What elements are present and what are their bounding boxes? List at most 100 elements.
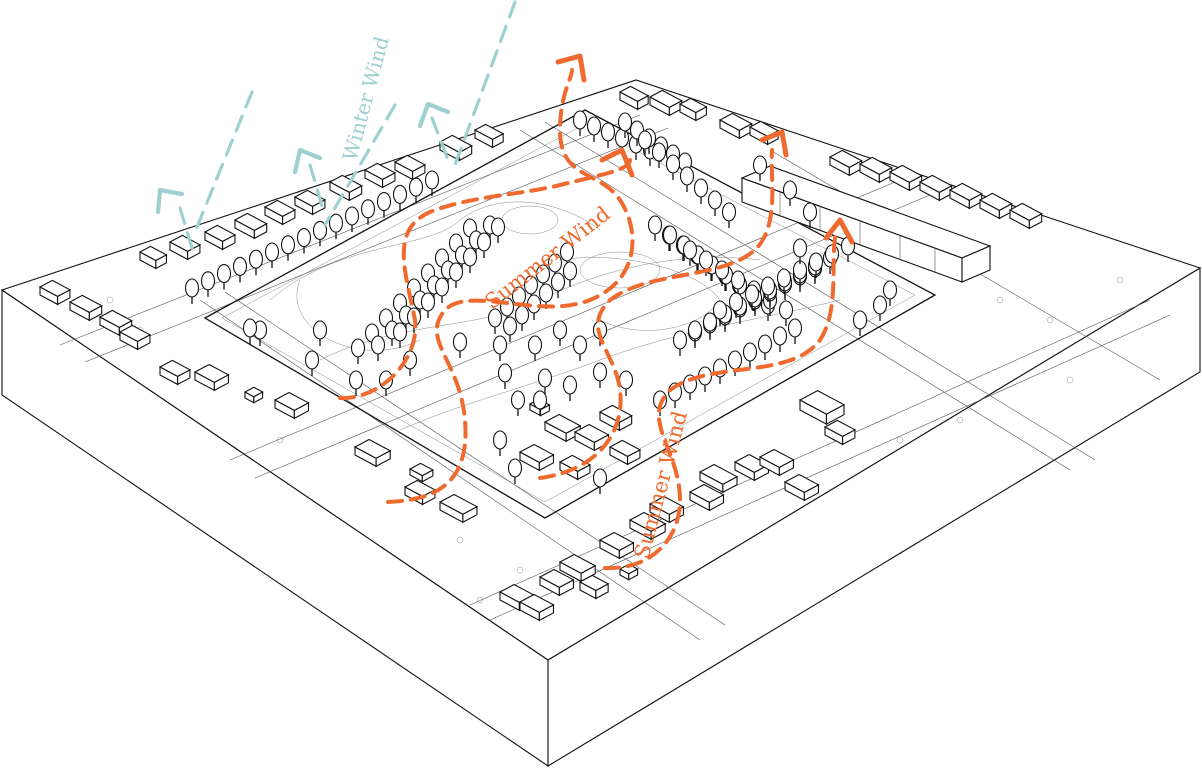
tree [802, 202, 818, 228]
tree [702, 312, 718, 338]
tree [617, 112, 633, 138]
building-face [618, 85, 650, 103]
building-face [353, 438, 392, 459]
building-face [38, 279, 72, 298]
building-face [68, 294, 103, 313]
tree [350, 338, 366, 364]
tree [562, 261, 578, 287]
building-face [118, 324, 152, 343]
tree [492, 430, 508, 456]
building-face [203, 224, 237, 243]
park-boundary [203, 109, 937, 519]
tree [679, 166, 695, 192]
tree [242, 318, 258, 344]
tree [462, 247, 478, 273]
tree [693, 178, 709, 204]
tree [200, 271, 216, 297]
building-face [408, 462, 435, 477]
tree [808, 252, 824, 278]
tree [776, 268, 792, 294]
tree [527, 335, 543, 361]
tree [687, 320, 703, 346]
tree [280, 235, 296, 261]
tree [434, 277, 450, 303]
tree [492, 335, 508, 361]
tree [344, 206, 360, 232]
building-face [518, 443, 555, 463]
tree [420, 292, 436, 318]
tree [637, 130, 653, 156]
tree [665, 154, 681, 180]
tree [572, 335, 588, 361]
tree [721, 202, 737, 228]
tree [376, 192, 392, 218]
building-face [608, 439, 642, 458]
building-face [918, 174, 953, 193]
tree [592, 468, 608, 494]
summer-arrowhead-4 [823, 217, 855, 245]
building-face [648, 89, 683, 108]
building-face [393, 154, 427, 173]
tree [600, 122, 616, 148]
tree [572, 110, 588, 136]
summer-wind-path-2 [538, 148, 775, 480]
building-face [783, 473, 820, 493]
trees-layer [184, 110, 898, 494]
building-face [328, 174, 363, 193]
tree [296, 228, 312, 254]
building-face [538, 568, 575, 588]
tree [586, 116, 602, 142]
tree [360, 199, 376, 225]
building-face [263, 199, 297, 218]
building-face [138, 245, 168, 262]
tree [502, 316, 518, 342]
building-face [158, 359, 192, 378]
building-face [473, 123, 505, 141]
winter-arrowhead-3 [417, 101, 451, 129]
building-face [648, 495, 685, 515]
tree [452, 332, 468, 358]
tree [232, 256, 248, 283]
summer-arrowhead-1 [555, 53, 587, 83]
tree [497, 363, 513, 389]
tree [592, 362, 608, 388]
tree [487, 308, 503, 334]
building-face [233, 212, 268, 231]
tree [328, 213, 344, 240]
tree [312, 220, 328, 247]
winter-arrowhead-1 [155, 187, 185, 215]
tree [408, 177, 424, 204]
tree [537, 368, 553, 394]
tree [872, 295, 888, 321]
tree [712, 300, 728, 326]
building-face [573, 423, 610, 443]
building-face [518, 593, 555, 613]
building-face [243, 386, 264, 398]
building-face [718, 112, 753, 131]
tree [792, 238, 808, 264]
tree [370, 335, 386, 361]
building-face [948, 182, 983, 201]
tree [728, 292, 744, 318]
building-face [823, 419, 857, 438]
building-face [438, 134, 473, 153]
tree [707, 190, 723, 216]
building-face [678, 97, 708, 114]
tree [647, 215, 663, 241]
summer-arrowhead-2 [599, 147, 635, 178]
winter-wind-path-3 [453, 0, 517, 167]
tree [304, 350, 320, 376]
tree [476, 232, 492, 258]
building-face [363, 162, 397, 181]
building-face [828, 149, 863, 168]
tree [852, 310, 868, 336]
winter-wind-path-2 [323, 103, 397, 227]
tree [757, 334, 773, 360]
tree [507, 458, 523, 484]
tree [216, 264, 232, 290]
tree [510, 390, 526, 416]
building-face [438, 493, 479, 515]
building-face [978, 192, 1013, 211]
summer-arrowhead-3 [759, 129, 789, 158]
